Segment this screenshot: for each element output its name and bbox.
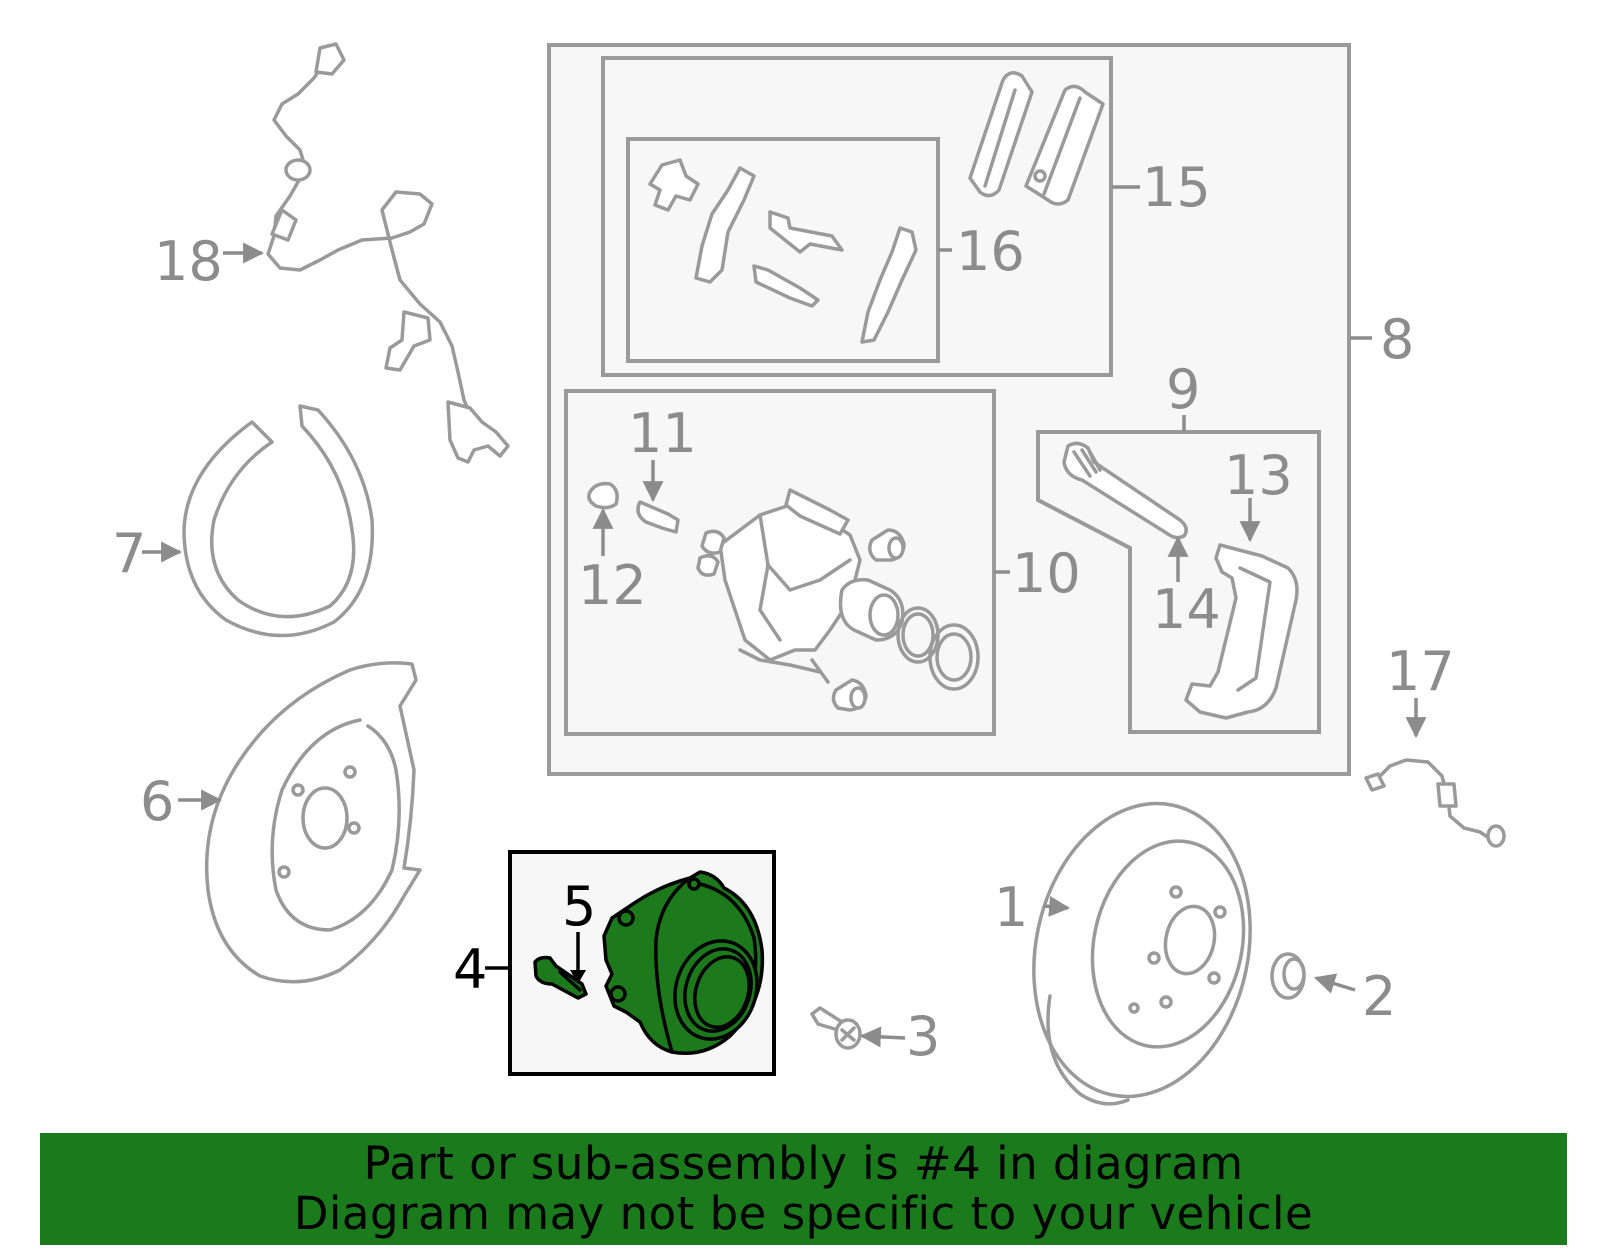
pad-hardware-clips[interactable] [648,158,918,344]
callout-labels: 1 2 3 4 5 6 7 8 9 10 11 12 13 14 15 16 1… [112,156,1455,1068]
callout-17: 17 [1386,640,1455,703]
hub-bearing-assembly[interactable] [602,870,769,1056]
callout-15: 15 [1142,156,1211,219]
brake-rotor[interactable] [1008,783,1277,1117]
notice-banner: Part or sub-assembly is #4 in diagram Di… [40,1133,1567,1245]
callout-6: 6 [140,770,174,833]
guide-pin-bolt-upper[interactable] [868,528,906,562]
callout-12: 12 [578,554,647,617]
callout-10: 10 [1012,542,1081,605]
caliper-bracket[interactable] [1184,543,1299,720]
callout-5: 5 [562,875,596,938]
banner-line-2: Diagram may not be specific to your vehi… [293,1187,1314,1240]
backing-plate[interactable] [204,661,422,984]
banner-line-1: Part or sub-assembly is #4 in diagram [363,1137,1244,1190]
bleeder-screw[interactable] [636,500,680,534]
hub-bolt[interactable] [533,955,588,1000]
hub-cap[interactable] [1270,952,1306,1000]
rotor-screw[interactable] [810,1006,862,1050]
callout-2: 2 [1362,965,1396,1028]
callout-16: 16 [956,220,1025,283]
callout-8: 8 [1380,308,1414,371]
callout-14: 14 [1152,578,1221,641]
guide-pin-bolt-lower[interactable] [810,658,868,712]
callout-1: 1 [994,876,1028,939]
callout-11: 11 [628,402,697,465]
leader-lines [142,185,1427,1048]
caliper-piston[interactable] [838,577,905,642]
caliper-body[interactable] [696,488,862,674]
callout-4: 4 [453,938,487,1001]
callout-18: 18 [154,230,223,293]
callout-9: 9 [1166,358,1200,421]
bleeder-cap[interactable] [587,481,619,510]
callout-13: 13 [1224,444,1293,507]
parking-brake-shoe[interactable] [182,404,375,638]
abs-sensor[interactable] [1364,758,1506,848]
wheel-speed-sensor-harness[interactable] [266,42,510,464]
callout-7: 7 [112,522,146,585]
dust-boot[interactable] [928,623,980,691]
callout-3: 3 [906,1005,940,1068]
brake-pad-set[interactable] [968,71,1105,206]
